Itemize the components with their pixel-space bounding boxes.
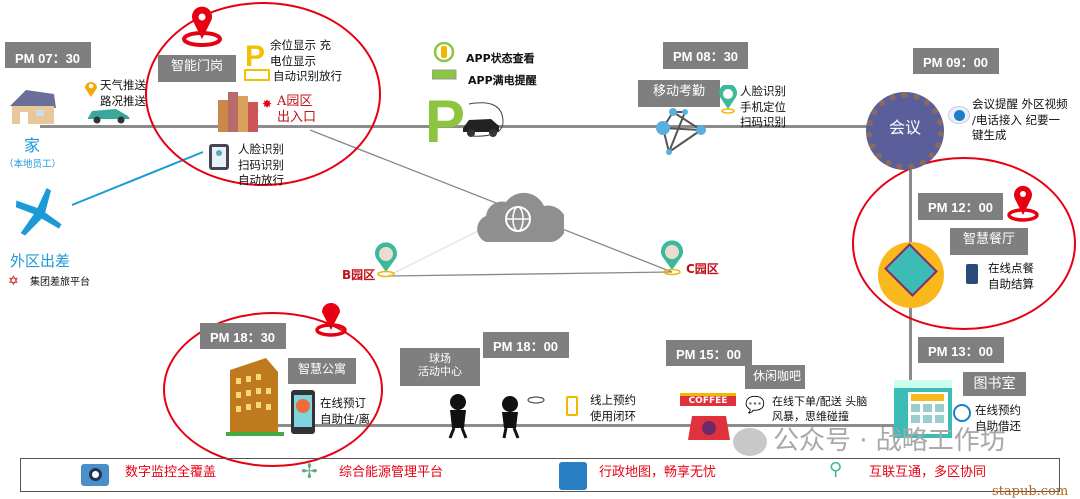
house-icon <box>10 90 56 124</box>
basketball-players-icon <box>448 394 545 439</box>
smartphone-icon <box>291 390 315 434</box>
watermark-text: 公众号 · 战略工作坊 <box>773 426 1006 456</box>
canteen-tag: 智慧餐厅 <box>950 228 1028 255</box>
sports-text: 线上预约使用闭环 <box>590 393 636 423</box>
park-b-pin-icon <box>375 242 397 278</box>
network-node-icon <box>656 108 706 155</box>
camera-icon <box>81 464 109 486</box>
battery-status-icon <box>432 42 457 80</box>
buildings-icon <box>218 92 258 132</box>
svg-text:P: P <box>425 92 465 148</box>
apartment-text: 在线预订自助住/离 <box>320 396 370 426</box>
car-icon <box>88 109 130 124</box>
map-marker-icon <box>315 303 347 337</box>
legend-item-energy: 综合能源管理平台 <box>339 465 444 480</box>
meeting-label: 会议 <box>888 118 921 137</box>
highlight-ring-apartment <box>163 312 383 467</box>
attendance-text: 人脸识别手机定位扫码识别 <box>740 84 786 130</box>
time-label-1830: PM 18：30 <box>200 323 286 349</box>
booking-phone-icon <box>566 396 578 416</box>
time-label-0900: PM 09：00 <box>913 48 999 74</box>
time-label-1800: PM 18：00 <box>483 332 569 358</box>
clock-icon <box>953 404 971 422</box>
library-tag: 图书室 <box>963 372 1026 396</box>
map-marker-icon <box>182 6 222 47</box>
app-status-text: APP状态查看 <box>466 52 535 65</box>
airplane-icon <box>15 187 62 236</box>
coffee-sign: COFFEE <box>680 393 736 406</box>
park-a-entrance-label: A园区出入口 <box>277 94 317 125</box>
top-route-line <box>40 125 870 128</box>
wechat-icon <box>733 428 767 456</box>
legend-item-monitoring: 数字监控全覆盖 <box>125 465 217 480</box>
library-text: 在线预约自助借还 <box>975 403 1021 433</box>
admin-map-icon <box>559 462 587 490</box>
connected-pins-icon: ⚲ <box>829 459 843 480</box>
cafe-tag: 休闲咖吧 <box>745 365 805 389</box>
highlight-ring-gate <box>145 2 381 186</box>
time-label-0730: PM 07：30 <box>5 42 91 68</box>
parking-icon: P <box>244 40 270 81</box>
wind-turbine-icon: ✢ <box>301 459 318 483</box>
time-label-1300: PM 13：00 <box>918 337 1004 363</box>
apartment-building-icon <box>226 358 284 436</box>
cafe-text: 在线下单/配送 头脑风暴，思维碰撞 <box>772 395 868 423</box>
eye-icon <box>948 106 970 124</box>
feature-legend-bar: 数字监控全覆盖 ✢ 综合能源管理平台 行政地图，畅享无忧 ⚲ 互联互通，多区协同 <box>20 458 1060 492</box>
gate-access-text: 人脸识别扫码识别自动放行 <box>238 142 284 188</box>
coffee-pot-icon <box>688 416 730 440</box>
location-pin-icon <box>85 82 97 97</box>
tablet-id-icon <box>209 144 229 170</box>
apartment-tag: 智慧公寓 <box>288 358 356 384</box>
travel-label: 外区出差 <box>10 252 71 270</box>
legend-item-interconnect: 互联互通，多区协同 <box>869 465 987 480</box>
attendance-tag: 移动考勤 <box>638 80 720 107</box>
brainstorm-people-icon: 💬 <box>745 395 765 414</box>
meeting-table <box>866 92 944 170</box>
time-label-1500: PM 15：00 <box>666 340 752 366</box>
park-c-pin-icon <box>661 240 683 276</box>
burst-icon: ✸ <box>262 97 273 111</box>
highlight-ring-canteen <box>852 157 1076 330</box>
bottom-route-line <box>230 424 910 427</box>
sports-tag: 球场活动中心 <box>400 348 480 386</box>
meeting-text: 会议提醒 外区视频/电话接入 纪要一键生成 <box>972 97 1068 143</box>
parking-text: 余位显示 充电位显示自动识别放行 <box>270 38 342 84</box>
mobile-pay-icon <box>966 264 978 284</box>
weather-traffic-text: 天气推送路况推送 <box>100 78 146 108</box>
home-sub-label: （本地员工） <box>4 159 62 170</box>
app-full-charge-text: APP满电提醒 <box>468 74 537 87</box>
time-label-1200: PM 12：00 <box>918 193 1004 220</box>
legend-item-admin-map: 行政地图，畅享无忧 <box>599 465 717 480</box>
park-c-label: C园区 <box>686 262 719 276</box>
cloud-internet-icon <box>477 192 564 242</box>
restaurant-icon <box>878 242 944 308</box>
travel-platform-label: 集团差旅平台 <box>30 277 90 288</box>
star-icon: ✡ <box>8 274 19 289</box>
gate-tag: 智能门岗 <box>158 55 236 82</box>
site-watermark: stapub.com <box>992 484 1069 499</box>
map-marker-icon <box>1007 185 1039 222</box>
svg-text:P: P <box>245 40 265 73</box>
ev-charging-icon: P <box>425 92 504 148</box>
canteen-text: 在线点餐自助结算 <box>988 261 1034 291</box>
time-label-0830: PM 08：30 <box>663 42 749 69</box>
home-label: 家 <box>24 136 41 155</box>
face-pin-icon <box>719 85 737 114</box>
park-b-label: B园区 <box>342 268 376 282</box>
library-catalog-icon <box>894 380 952 438</box>
